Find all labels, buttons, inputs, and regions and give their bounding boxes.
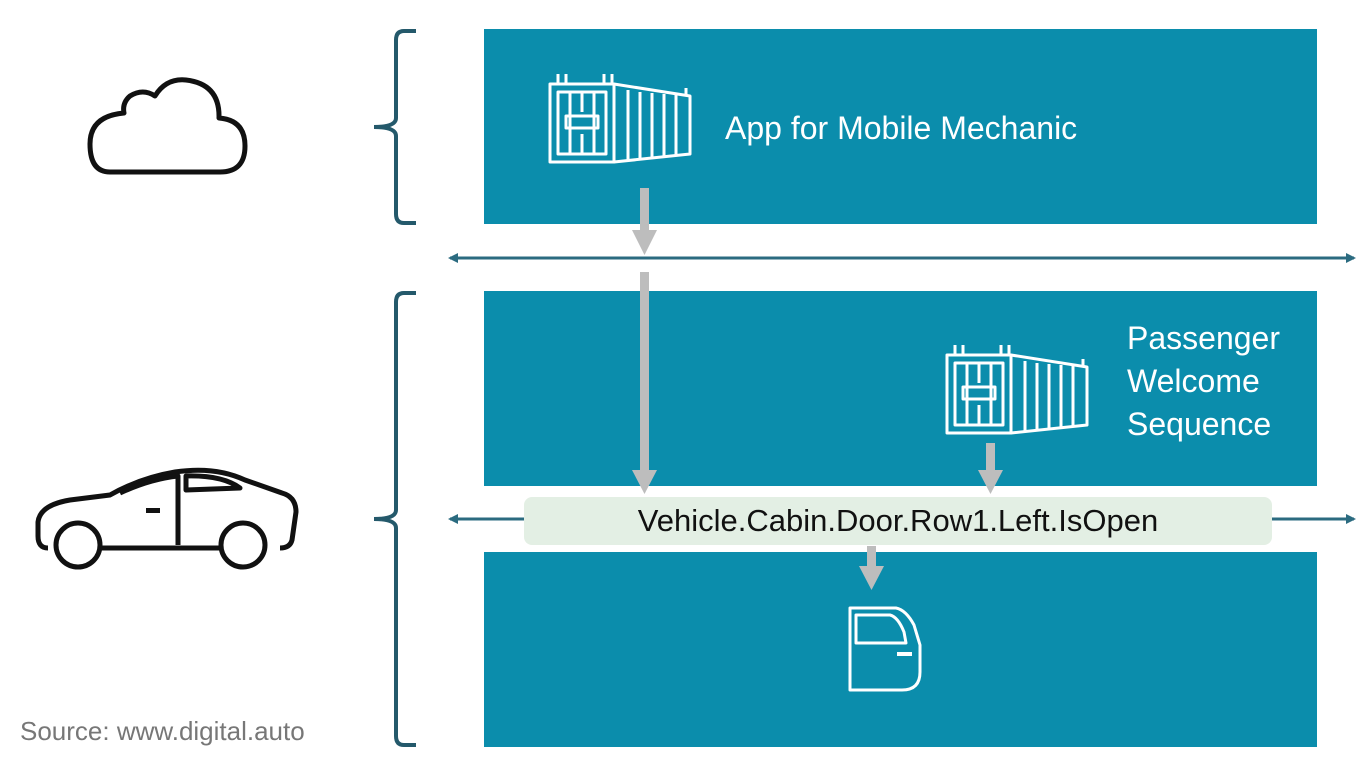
container-icon-vehicle	[945, 345, 1089, 435]
vehicle-hardware-panel	[484, 552, 1317, 747]
arrow-signal-to-door	[859, 546, 884, 590]
passenger-title-line: Passenger	[1127, 320, 1280, 356]
arrow-passenger-to-signal	[978, 443, 1003, 494]
cloud-app-panel	[484, 29, 1317, 224]
passenger-welcome-title: Passenger Welcome Sequence	[1127, 317, 1280, 446]
vehicle-bracket	[373, 291, 416, 747]
car-icon	[35, 467, 299, 570]
cloud-icon	[87, 77, 248, 175]
vss-signal-pill: Vehicle.Cabin.Door.Row1.Left.IsOpen	[524, 497, 1272, 545]
container-icon	[548, 74, 692, 164]
passenger-title-line: Welcome	[1127, 363, 1260, 399]
passenger-title-line: Sequence	[1127, 406, 1272, 442]
arrow-app-to-bus	[632, 188, 657, 255]
source-label: Source: www.digital.auto	[20, 716, 305, 746]
cloud-bracket	[373, 29, 416, 225]
arrow-bus-to-signal	[632, 272, 657, 494]
app-title: App for Mobile Mechanic	[725, 110, 1078, 146]
vehicle-app-panel	[484, 291, 1317, 486]
car-door-icon	[848, 606, 922, 692]
vss-signal-name: Vehicle.Cabin.Door.Row1.Left.IsOpen	[637, 503, 1159, 538]
